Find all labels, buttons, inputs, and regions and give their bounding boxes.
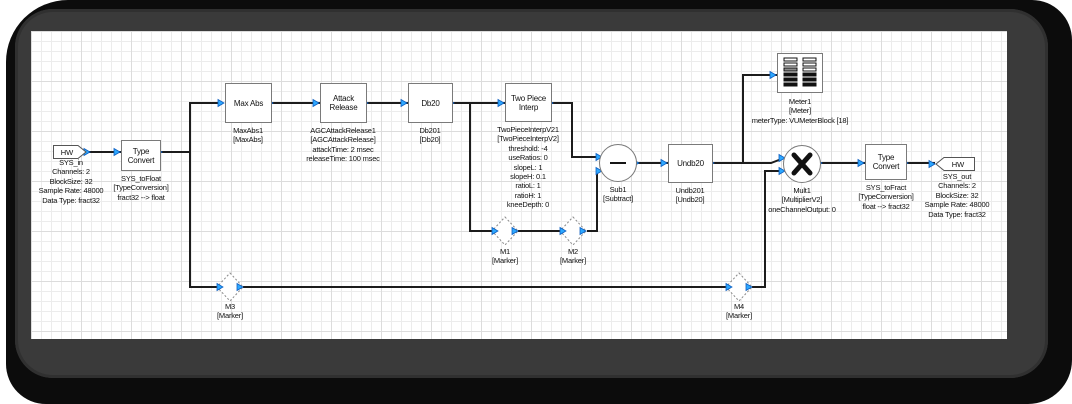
block-caption: SYS_toFloat [TypeConversion] fract32 -->…	[113, 174, 169, 202]
block-m1-marker[interactable]	[491, 216, 519, 246]
block-label: Attack Release	[329, 94, 358, 112]
block-label: Max Abs	[233, 98, 264, 108]
hw-tag-shape	[53, 145, 87, 159]
input-port-icon[interactable]	[113, 147, 121, 157]
block-caption: SYS_out Channels: 2 BlockSize: 32 Sample…	[924, 172, 990, 219]
input-port-icon[interactable]	[595, 166, 603, 176]
hw-tag-shape	[935, 157, 975, 171]
block-mult1[interactable]	[783, 145, 821, 183]
block-caption: Undb201 [Undb20]	[675, 186, 705, 205]
block-caption: AGCAttackRelease1 [AGCAttackRelease] att…	[306, 126, 380, 164]
input-port-icon[interactable]	[497, 98, 505, 108]
block-caption: Sub1 [Subtract]	[602, 185, 634, 204]
block-agcattackrelease1[interactable]: Attack Release	[320, 83, 367, 123]
block-label: Two Piece Interp	[510, 93, 547, 112]
block-caption: M4 [Marker]	[726, 302, 752, 321]
block-caption: SYS_toFract [TypeConversion] float --> f…	[858, 183, 914, 211]
marker-port-icon[interactable]	[236, 282, 244, 292]
input-port-icon[interactable]	[312, 98, 320, 108]
signal-wire[interactable]	[752, 170, 784, 288]
block-m4-marker[interactable]	[725, 272, 753, 302]
multiply-icon	[791, 152, 813, 176]
block-caption: MaxAbs1 [MaxAbs]	[233, 126, 263, 145]
block-sys-out[interactable]: HW	[935, 157, 975, 171]
block-caption: M3 [Marker]	[217, 302, 243, 321]
block-caption: M1 [Marker]	[492, 247, 518, 266]
block-label: HW	[951, 159, 965, 169]
block-label: Db20	[421, 98, 440, 108]
signal-wire[interactable]	[713, 74, 777, 164]
block-undb201[interactable]: Undb20	[668, 144, 713, 183]
block-m2-marker[interactable]	[559, 216, 587, 246]
block-label: Type Convert	[872, 153, 900, 171]
block-twopieceinterp[interactable]: Two Piece Interp	[505, 83, 552, 122]
marker-port-icon[interactable]	[491, 226, 499, 236]
input-port-icon[interactable]	[400, 98, 408, 108]
input-port-icon[interactable]	[660, 158, 668, 168]
marker-port-icon[interactable]	[511, 226, 519, 236]
block-db201[interactable]: Db20	[408, 83, 453, 123]
marker-port-icon[interactable]	[745, 282, 753, 292]
input-port-icon[interactable]	[928, 159, 936, 169]
block-caption: SYS_in Channels: 2 BlockSize: 32 Sample …	[38, 158, 104, 205]
signal-wire[interactable]	[552, 102, 601, 158]
block-sys-in[interactable]: HW	[53, 145, 87, 159]
block-caption: Mult1 [MultiplierV2] oneChannelOutput: 0	[768, 186, 836, 214]
input-port-icon[interactable]	[857, 158, 865, 168]
block-label: Type Convert	[127, 146, 155, 165]
block-maxabs1[interactable]: Max Abs	[225, 83, 272, 123]
vu-meter-icon	[783, 57, 817, 87]
signal-wire[interactable]	[587, 170, 601, 232]
block-meter1[interactable]	[777, 53, 823, 93]
input-port-icon[interactable]	[778, 153, 786, 163]
signal-wire[interactable]	[743, 157, 785, 164]
block-sub1[interactable]	[599, 144, 637, 182]
signal-wire[interactable]	[469, 103, 492, 232]
block-label: HW	[60, 147, 74, 157]
signal-wire[interactable]	[189, 102, 222, 288]
marker-port-icon[interactable]	[559, 226, 567, 236]
block-caption: M2 [Marker]	[560, 247, 586, 266]
input-port-icon[interactable]	[217, 98, 225, 108]
marker-port-icon[interactable]	[579, 226, 587, 236]
block-sys-tofloat[interactable]: Type Convert	[121, 140, 161, 171]
input-port-icon[interactable]	[778, 166, 786, 176]
wire-layer	[83, 70, 936, 302]
block-caption: TwoPieceInterpV21 [TwoPieceInterpV2] thr…	[497, 125, 559, 210]
block-caption: Meter1 [Meter] meterType: VUMeterBlock […	[751, 97, 849, 125]
subtract-icon	[610, 161, 626, 165]
block-label: Undb20	[677, 159, 704, 168]
block-m3-marker[interactable]	[216, 272, 244, 302]
marker-port-icon[interactable]	[216, 282, 224, 292]
design-canvas[interactable]	[31, 31, 1007, 339]
block-caption: Db201 [Db20]	[419, 126, 441, 145]
marker-port-icon[interactable]	[725, 282, 733, 292]
block-sys-tofract[interactable]: Type Convert	[865, 144, 907, 180]
input-port-icon[interactable]	[769, 70, 777, 80]
